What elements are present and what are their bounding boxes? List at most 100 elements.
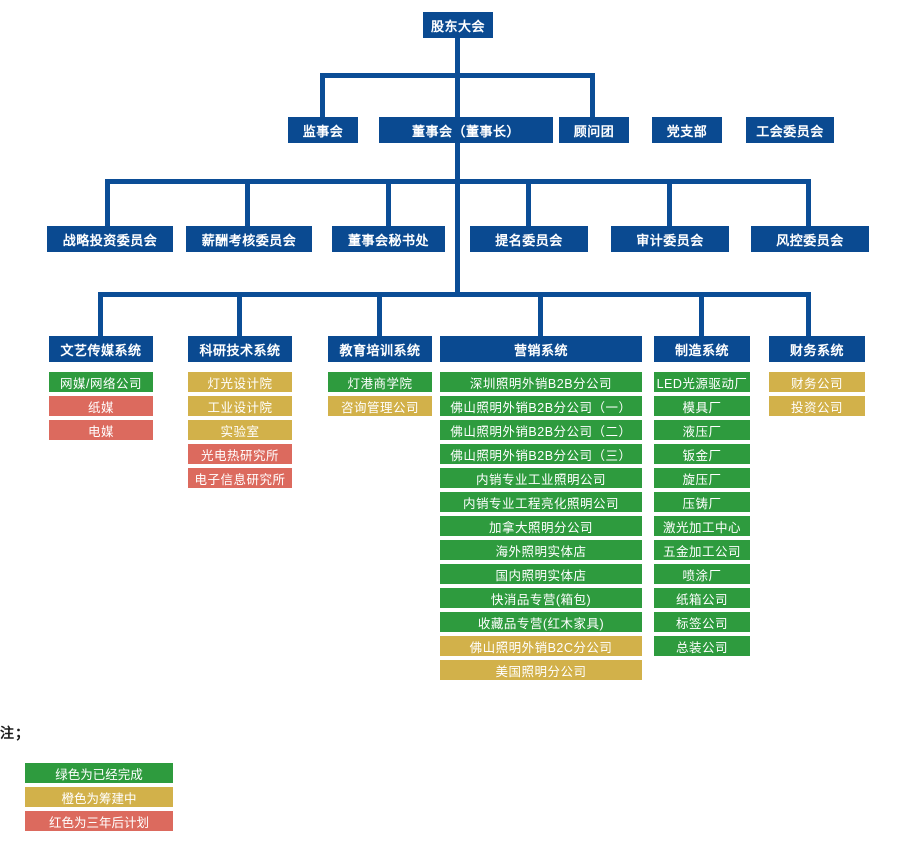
- unit-内销专业工业照明公司[interactable]: 内销专业工业照明公司: [440, 468, 642, 488]
- node-label: 喷涂厂: [682, 568, 722, 583]
- node-level2-工会委员会[interactable]: 工会委员会: [746, 117, 834, 143]
- unit-咨询管理公司[interactable]: 咨询管理公司: [328, 396, 432, 416]
- unit-佛山照明外销B2B分公司一[interactable]: 佛山照明外销B2B分公司（一）: [440, 396, 642, 416]
- node-level3-审计委员会[interactable]: 审计委员会: [611, 226, 729, 252]
- unit-内销专业工程亮化照明公司[interactable]: 内销专业工程亮化照明公司: [440, 492, 642, 512]
- system-header-财务系统[interactable]: 财务系统: [769, 336, 865, 362]
- node-label: 快消品专营(箱包): [490, 592, 592, 607]
- connector-level3-to-systems-4: [377, 292, 382, 336]
- node-label: 五金加工公司: [662, 544, 741, 559]
- unit-财务公司[interactable]: 财务公司: [769, 372, 865, 392]
- unit-灯港商学院[interactable]: 灯港商学院: [328, 372, 432, 392]
- node-label: 模具厂: [682, 400, 722, 415]
- node-level2-监事会[interactable]: 监事会: [288, 117, 358, 143]
- node-label: 海外照明实体店: [495, 544, 587, 559]
- node-level3-董事会秘书处[interactable]: 董事会秘书处: [332, 226, 445, 252]
- node-label: 灯光设计院: [207, 376, 273, 391]
- system-header-营销系统[interactable]: 营销系统: [440, 336, 642, 362]
- unit-五金加工公司[interactable]: 五金加工公司: [654, 540, 750, 560]
- unit-佛山照明外销B2C分公司[interactable]: 佛山照明外销B2C分公司: [440, 636, 642, 656]
- unit-佛山照明外销B2B分公司三[interactable]: 佛山照明外销B2B分公司（三）: [440, 444, 642, 464]
- unit-光电热研究所[interactable]: 光电热研究所: [188, 444, 292, 464]
- node-label: 佛山照明外销B2B分公司（一）: [450, 400, 632, 415]
- system-header-教育培训系统[interactable]: 教育培训系统: [328, 336, 432, 362]
- node-label: 教育培训系统: [339, 342, 421, 358]
- unit-喷涂厂[interactable]: 喷涂厂: [654, 564, 750, 584]
- node-label: 标签公司: [675, 616, 728, 631]
- unit-LED光源驱动厂[interactable]: LED光源驱动厂: [654, 372, 750, 392]
- unit-佛山照明外销B2B分公司二[interactable]: 佛山照明外销B2B分公司（二）: [440, 420, 642, 440]
- node-label: 美国照明分公司: [495, 664, 587, 679]
- node-label: 科研技术系统: [199, 342, 281, 358]
- unit-工业设计院[interactable]: 工业设计院: [188, 396, 292, 416]
- system-header-制造系统[interactable]: 制造系统: [654, 336, 750, 362]
- unit-钣金厂[interactable]: 钣金厂: [654, 444, 750, 464]
- node-label: 纸箱公司: [675, 592, 728, 607]
- node-label: 财务系统: [789, 342, 844, 358]
- unit-压铸厂[interactable]: 压铸厂: [654, 492, 750, 512]
- node-label: 收藏品专营(红木家具): [477, 616, 605, 631]
- node-label: 实验室: [220, 424, 260, 439]
- unit-模具厂[interactable]: 模具厂: [654, 396, 750, 416]
- node-label: 佛山照明外销B2C分公司: [469, 640, 613, 655]
- legend-item-green: 绿色为已经完成: [25, 763, 173, 783]
- legend-item-red: 红色为三年后计划: [25, 811, 173, 831]
- unit-标签公司[interactable]: 标签公司: [654, 612, 750, 632]
- node-label: 工业设计院: [207, 400, 273, 415]
- unit-电子信息研究所[interactable]: 电子信息研究所: [188, 468, 292, 488]
- unit-收藏品专营红木家具[interactable]: 收藏品专营(红木家具): [440, 612, 642, 632]
- node-level3-战略投资委员会[interactable]: 战略投资委员会: [47, 226, 173, 252]
- node-label: 顾问团: [573, 123, 615, 139]
- node-label: 加拿大照明分公司: [488, 520, 593, 535]
- node-label: 财务公司: [790, 376, 843, 391]
- system-header-文艺传媒系统[interactable]: 文艺传媒系统: [49, 336, 153, 362]
- unit-液压厂[interactable]: 液压厂: [654, 420, 750, 440]
- unit-纸媒[interactable]: 纸媒: [49, 396, 153, 416]
- node-label: LED光源驱动厂: [656, 376, 748, 391]
- unit-投资公司[interactable]: 投资公司: [769, 396, 865, 416]
- connector-level3-to-systems-3: [237, 292, 242, 336]
- connector-level2-to-level3-0: [455, 143, 460, 183]
- node-level2-顾问团[interactable]: 顾问团: [559, 117, 629, 143]
- unit-深圳照明外销B2B分公司[interactable]: 深圳照明外销B2B分公司: [440, 372, 642, 392]
- unit-加拿大照明分公司[interactable]: 加拿大照明分公司: [440, 516, 642, 536]
- unit-实验室[interactable]: 实验室: [188, 420, 292, 440]
- connector-level2-to-level3-1: [105, 179, 810, 184]
- node-level1-股东大会[interactable]: 股东大会: [423, 12, 493, 38]
- unit-纸箱公司[interactable]: 纸箱公司: [654, 588, 750, 608]
- unit-海外照明实体店[interactable]: 海外照明实体店: [440, 540, 642, 560]
- node-label: 纸媒: [87, 400, 114, 415]
- node-label: 文艺传媒系统: [60, 342, 142, 358]
- connector-level1-to-level2-4: [455, 73, 460, 117]
- node-level2-党支部[interactable]: 党支部: [652, 117, 722, 143]
- node-label: 旋压厂: [682, 472, 722, 487]
- connector-level2-to-level3-7: [806, 179, 811, 226]
- unit-网媒网络公司[interactable]: 网媒/网络公司: [49, 372, 153, 392]
- node-label: 电子信息研究所: [194, 472, 286, 487]
- connector-level3-to-systems-5: [538, 292, 543, 336]
- unit-激光加工中心[interactable]: 激光加工中心: [654, 516, 750, 536]
- node-level3-风控委员会[interactable]: 风控委员会: [751, 226, 869, 252]
- node-label: 钣金厂: [682, 448, 722, 463]
- unit-美国照明分公司[interactable]: 美国照明分公司: [440, 660, 642, 680]
- node-level3-薪酬考核委员会[interactable]: 薪酬考核委员会: [186, 226, 312, 252]
- unit-电媒[interactable]: 电媒: [49, 420, 153, 440]
- unit-灯光设计院[interactable]: 灯光设计院: [188, 372, 292, 392]
- node-label: 董事会（董事长）: [411, 123, 520, 139]
- node-label: 深圳照明外销B2B分公司: [469, 376, 613, 391]
- unit-快消品专营箱包[interactable]: 快消品专营(箱包): [440, 588, 642, 608]
- unit-国内照明实体店[interactable]: 国内照明实体店: [440, 564, 642, 584]
- node-label: 灯港商学院: [347, 376, 413, 391]
- unit-总装公司[interactable]: 总装公司: [654, 636, 750, 656]
- node-level2-董事会董事长[interactable]: 董事会（董事长）: [379, 117, 553, 143]
- connector-level3-to-systems-6: [699, 292, 704, 336]
- connector-level2-to-level3-5: [526, 179, 531, 226]
- unit-旋压厂[interactable]: 旋压厂: [654, 468, 750, 488]
- node-label: 战略投资委员会: [62, 232, 158, 248]
- node-label: 监事会: [302, 123, 344, 139]
- node-label: 内销专业工程亮化照明公司: [462, 496, 619, 511]
- node-label: 审计委员会: [636, 232, 704, 248]
- system-header-科研技术系统[interactable]: 科研技术系统: [188, 336, 292, 362]
- node-level3-提名委员会[interactable]: 提名委员会: [470, 226, 588, 252]
- node-label: 压铸厂: [682, 496, 722, 511]
